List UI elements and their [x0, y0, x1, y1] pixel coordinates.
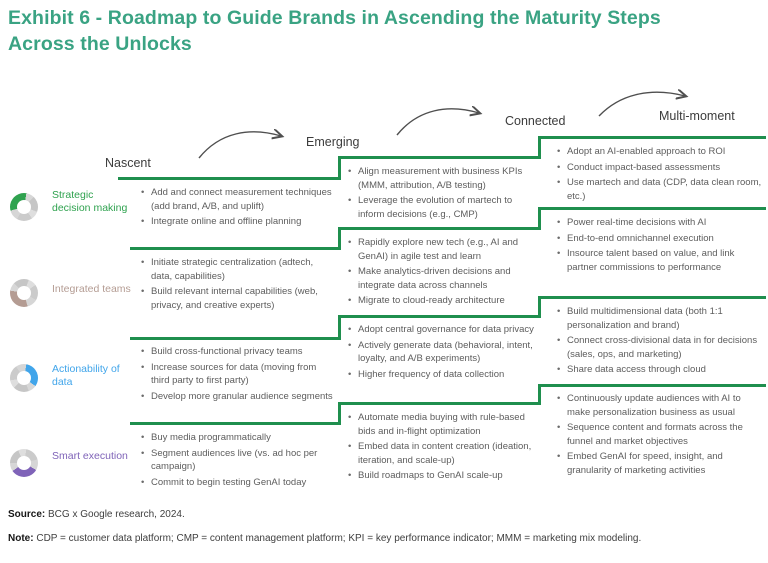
cell-execution-emerging: Automate media buying with rule-based bi…: [347, 411, 535, 485]
bullet-item: Adopt an AI-enabled approach to ROI: [556, 145, 764, 159]
curved-arrow-icon: [198, 122, 288, 159]
stage-label-nascent: Nascent: [105, 156, 151, 170]
bullet-item: Add and connect measurement techniques (…: [140, 186, 336, 213]
step-line: [338, 227, 541, 230]
bullet-item: Connect cross-divisional data in for dec…: [556, 334, 764, 361]
bullet-item: Commit to begin testing GenAI today: [140, 476, 336, 490]
source-label: Source:: [8, 509, 46, 520]
step-line: [130, 337, 341, 340]
note-text: CDP = customer data platform; CMP = cont…: [33, 533, 642, 544]
cell-execution-connected: Continuously update audiences with AI to…: [556, 392, 764, 479]
bullet-item: Continuously update audiences with AI to…: [556, 392, 764, 419]
cell-teams-nascent: Initiate strategic centralization (adtec…: [140, 256, 336, 314]
bullet-item: Align measurement with business KPIs (MM…: [347, 165, 535, 192]
bullet-item: Rapidly explore new tech (e.g., AI and G…: [347, 236, 535, 263]
step-line: [538, 207, 766, 210]
step-line: [538, 136, 766, 139]
step-line: [118, 177, 341, 180]
step-line: [338, 315, 541, 318]
bullet-item: Migrate to cloud-ready architecture: [347, 294, 535, 308]
bullet-item: Adopt central governance for data privac…: [347, 323, 535, 337]
source-text: BCG x Google research, 2024.: [45, 509, 185, 520]
page-title-line1: Exhibit 6 - Roadmap to Guide Brands in A…: [8, 7, 661, 29]
stage-label-connected: Connected: [505, 114, 566, 128]
note-line: Note: CDP = customer data platform; CMP …: [8, 533, 641, 544]
actionability-of-data-icon: [10, 364, 38, 392]
bullet-item: Actively generate data (behavioral, inte…: [347, 339, 535, 366]
integrated-teams-icon: [10, 279, 38, 307]
cell-teams-emerging: Rapidly explore new tech (e.g., AI and G…: [347, 236, 535, 310]
bullet-item: Build roadmaps to GenAI scale-up: [347, 469, 535, 483]
cell-data-connected: Build multidimensional data (both 1:1 pe…: [556, 305, 764, 379]
bullet-item: Power real-time decisions with AI: [556, 216, 764, 230]
bullet-item: End-to-end omnichannel execution: [556, 232, 764, 246]
bullet-item: Build multidimensional data (both 1:1 pe…: [556, 305, 764, 332]
page-title: Exhibit 6 - Roadmap to Guide Brands in A…: [8, 5, 756, 57]
step-line: [538, 296, 766, 299]
bullet-item: Increase sources for data (moving from t…: [140, 361, 336, 388]
bullet-item: Share data access through cloud: [556, 363, 764, 377]
bullet-item: Higher frequency of data collection: [347, 368, 535, 382]
step-line: [538, 207, 541, 230]
strategic-decision-making-icon: [10, 193, 38, 221]
step-line: [338, 156, 341, 180]
bullet-item: Conduct impact-based assessments: [556, 161, 764, 175]
step-line: [338, 315, 341, 340]
step-line: [130, 422, 341, 425]
step-line: [538, 384, 766, 387]
bullet-item: Buy media programmatically: [140, 431, 336, 445]
step-line: [538, 384, 541, 405]
bullet-item: Use martech and data (CDP, data clean ro…: [556, 176, 764, 203]
cell-data-emerging: Adopt central governance for data privac…: [347, 323, 535, 383]
cell-strategic-nascent: Add and connect measurement techniques (…: [140, 186, 336, 231]
step-line: [338, 402, 541, 405]
bullet-item: Make analytics-driven decisions and inte…: [347, 265, 535, 292]
bullet-item: Build cross-functional privacy teams: [140, 345, 336, 359]
bullet-item: Embed GenAI for speed, insight, and gran…: [556, 450, 764, 477]
row-label-actionability-of-data: Actionability of data: [52, 363, 120, 388]
step-line: [130, 247, 341, 250]
bullet-item: Embed data in content creation (ideation…: [347, 440, 535, 467]
note-label: Note:: [8, 533, 34, 544]
bullet-item: Sequence content and formats across the …: [556, 421, 764, 448]
step-line: [338, 227, 341, 250]
page-title-line2: Across the Unlocks: [8, 33, 192, 55]
stage-label-emerging: Emerging: [306, 135, 360, 149]
bullet-item: Initiate strategic centralization (adtec…: [140, 256, 336, 283]
step-line: [338, 156, 541, 159]
source-line: Source: BCG x Google research, 2024.: [8, 509, 185, 520]
bullet-item: Insource talent based on value, and link…: [556, 247, 764, 274]
stage-label-multi-moment: Multi-moment: [659, 109, 735, 123]
bullet-item: Automate media buying with rule-based bi…: [347, 411, 535, 438]
cell-strategic-emerging: Align measurement with business KPIs (MM…: [347, 165, 535, 223]
curved-arrow-icon: [396, 99, 486, 136]
step-line: [538, 136, 541, 159]
step-line: [538, 296, 541, 318]
cell-data-nascent: Build cross-functional privacy teamsIncr…: [140, 345, 336, 405]
step-line: [338, 402, 341, 425]
cell-strategic-connected: Adopt an AI-enabled approach to ROI Condu…: [556, 145, 764, 205]
cell-teams-connected: Power real-time decisions with AI End-to-…: [556, 216, 764, 276]
curved-arrow-icon: [598, 86, 692, 117]
bullet-item: Build relevant internal capabilities (we…: [140, 285, 336, 312]
bullet-item: Develop more granular audience segments: [140, 390, 336, 404]
row-label-strategic-decision-making: Strategic decision making: [52, 189, 128, 214]
bullet-item: Integrate online and offline planning: [140, 215, 336, 229]
cell-execution-nascent: Buy media programmaticallySegment audien…: [140, 431, 336, 491]
row-label-smart-execution: Smart execution: [52, 450, 128, 462]
bullet-item: Leverage the evolution of martech to inf…: [347, 194, 535, 221]
smart-execution-icon: [10, 449, 38, 477]
row-label-integrated-teams: Integrated teams: [52, 283, 131, 295]
bullet-item: Segment audiences live (vs. ad hoc per c…: [140, 447, 336, 474]
